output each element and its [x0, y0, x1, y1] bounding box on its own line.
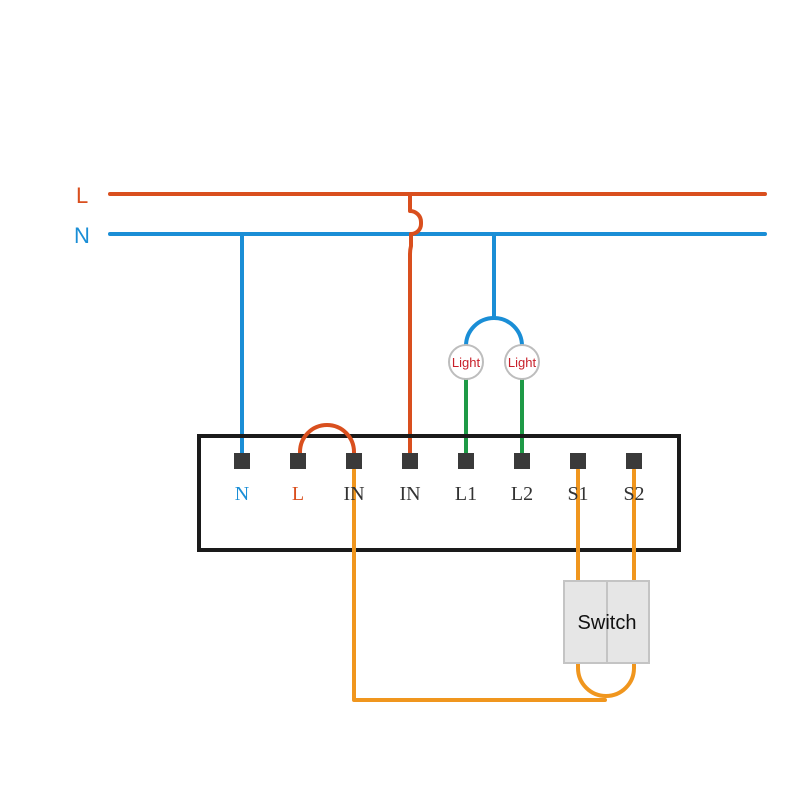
terminal-s1-screw: [570, 453, 586, 469]
terminal-in2-label: IN: [399, 483, 420, 505]
switch-label: Switch: [578, 612, 637, 634]
terminal-s2-label: S2: [623, 483, 644, 505]
neutral-light-split: [464, 316, 524, 353]
terminal-s1-label: S1: [567, 483, 588, 505]
live-drop-wire: [408, 192, 423, 462]
neutral-rail-label: N: [74, 223, 90, 248]
wall-switch: Switch: [563, 580, 650, 664]
terminal-l2-screw: [514, 453, 530, 469]
live-rail-label: L: [76, 183, 88, 208]
terminal-l-label: L: [292, 483, 304, 505]
terminal-l-screw: [290, 453, 306, 469]
light-bulb-icon: [504, 344, 540, 380]
terminal-s2-screw: [626, 453, 642, 469]
terminal-l1-screw: [458, 453, 474, 469]
light-2-label: Light: [508, 355, 537, 370]
terminal-block: N L IN IN L1 L2 S1 S2: [234, 453, 645, 505]
light-bulb-icon: [448, 344, 484, 380]
switch-s1-s2-loop: [576, 468, 636, 698]
terminal-l1-label: L1: [455, 483, 477, 505]
light-2: Light: [504, 344, 540, 380]
live-jumper-wire: [298, 423, 356, 462]
terminal-in1-screw: [346, 453, 362, 469]
terminal-n-screw: [234, 453, 250, 469]
terminal-in2-screw: [402, 453, 418, 469]
terminal-in1-label: IN: [343, 483, 364, 505]
terminal-l2-label: L2: [511, 483, 533, 505]
light-1-label: Light: [452, 355, 481, 370]
switch-module: [197, 434, 681, 552]
switch-common-wire: [352, 468, 607, 702]
terminal-n-label: N: [235, 483, 249, 505]
light-1: Light: [448, 344, 484, 380]
